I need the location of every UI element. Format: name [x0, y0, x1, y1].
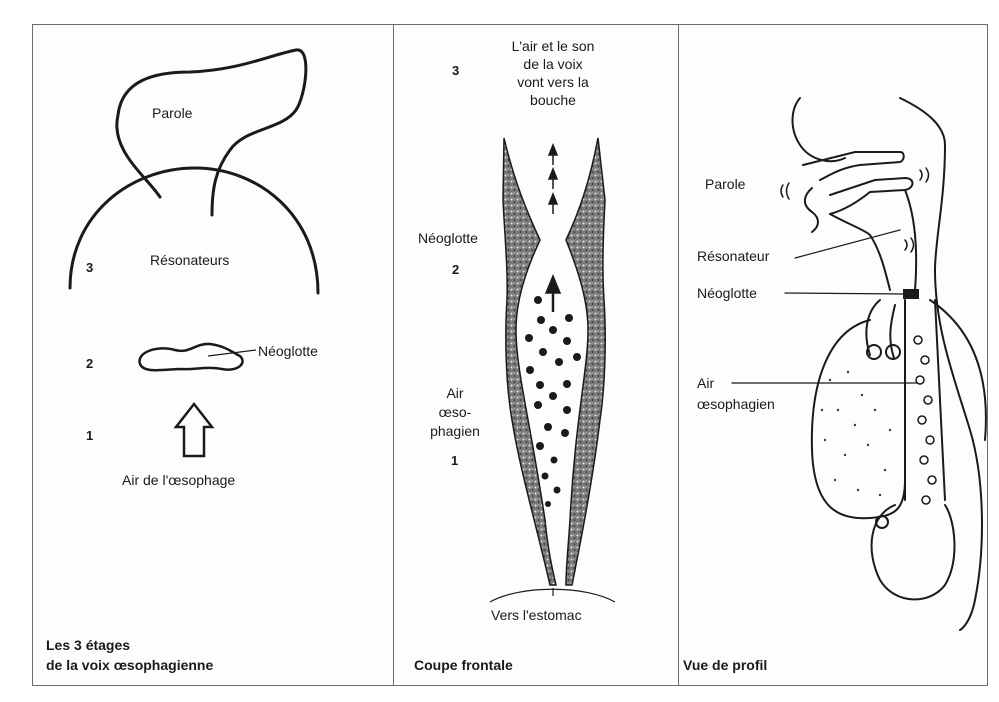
panel2-air-line3: phagien [420, 423, 490, 440]
panel1-step-2: 2 [86, 356, 93, 371]
panel3-air-line1: Air [697, 375, 714, 392]
neck-back [935, 145, 982, 630]
panel2-estomac-label: Vers l'estomac [491, 607, 582, 624]
panel3-resonateur-label: Résonateur [697, 248, 769, 265]
panel3-art [732, 98, 986, 630]
lung-stipple [821, 371, 891, 496]
up-arrow-outline [176, 404, 212, 456]
pharynx [905, 190, 916, 290]
panel1-parole-label: Parole [152, 105, 192, 122]
resonator-dome [70, 168, 318, 293]
panel2-air-line2: œso- [420, 404, 490, 421]
parole-tube [117, 50, 306, 215]
bleed-through-text [730, 40, 733, 54]
palate [830, 178, 913, 214]
panel1-resonateurs-label: Résonateurs [150, 252, 229, 269]
stomach [872, 505, 955, 599]
panel3-caption: Vue de profil [683, 656, 767, 674]
head-profile [793, 98, 846, 161]
lips-jaw [805, 188, 818, 232]
panel2-air-line1: Air [420, 385, 490, 402]
panel2-top-line1: L'air et le son [492, 38, 614, 55]
neoglotte-shape [140, 344, 243, 370]
sound-arrows [546, 145, 560, 312]
panel1-step-1: 1 [86, 428, 93, 443]
panel1-air-label: Air de l'œsophage [122, 472, 235, 489]
sound-marks [781, 168, 929, 252]
stomach-nub [876, 516, 888, 528]
panel3-neoglotte-label: Néoglotte [697, 285, 757, 302]
panel2-step-2: 2 [452, 262, 459, 277]
esophagus-bubbles [914, 336, 936, 504]
neck-front [870, 235, 890, 290]
throat-line [830, 214, 870, 235]
panel2-top-line2: de la voix [492, 56, 614, 73]
panel2-top-line3: vont vers la [492, 74, 614, 91]
panel1-caption-line1: Les 3 étages [46, 636, 130, 654]
panel2-step-1: 1 [451, 453, 458, 468]
panel2-step-3: 3 [452, 63, 459, 78]
panel2-neoglotte-label: Néoglotte [418, 230, 478, 247]
face-upper [900, 98, 945, 145]
panel1-neoglotte-label: Néoglotte [258, 343, 318, 360]
panel2-caption: Coupe frontale [414, 656, 513, 674]
left-wall-speckled [503, 138, 556, 585]
panel3-air-line2: œsophagien [697, 396, 775, 413]
panel3-parole-label: Parole [705, 176, 745, 193]
neoglotte-mark [904, 290, 918, 298]
panel2-top-line4: bouche [492, 92, 614, 109]
esophagus [905, 300, 945, 500]
right-wall-speckled [566, 138, 605, 585]
panel1-step-3: 3 [86, 260, 93, 275]
panel2-art [490, 138, 615, 602]
nasal-cavity [803, 152, 904, 180]
panel1-caption-line2: de la voix œsophagienne [46, 656, 213, 674]
